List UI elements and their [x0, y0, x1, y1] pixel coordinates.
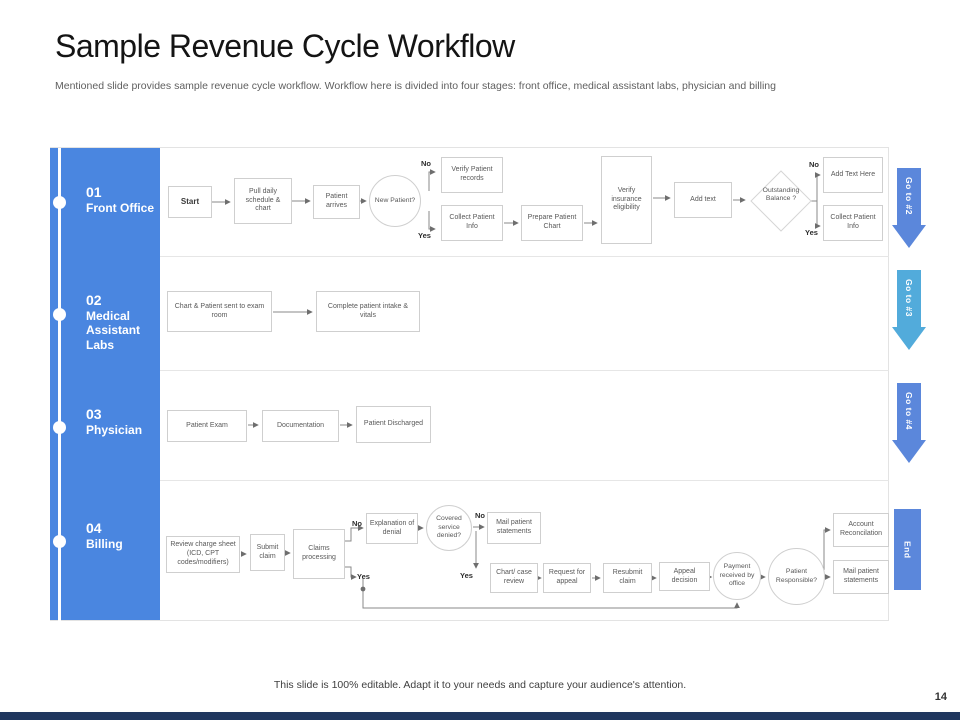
- goto-3-arrow: Go to #3: [892, 270, 926, 350]
- flow-node-resubmit-claim: Resubmit claim: [603, 563, 652, 593]
- flow-node-verify-patient-records: Verify Patient records: [441, 157, 503, 193]
- flow-node-chart-case-review: Chart/ case review: [490, 563, 538, 593]
- arrow-shaft: Go to #3: [897, 270, 921, 327]
- flow-node-patient-exam: Patient Exam: [167, 410, 247, 442]
- timeline-line: [58, 148, 61, 632]
- flow-node-patient-discharged: Patient Discharged: [356, 406, 431, 443]
- stage-name: Front Office: [86, 201, 154, 215]
- flow-node-add-text: Add text: [674, 182, 732, 218]
- stage-name: Medical Assistant Labs: [86, 309, 141, 352]
- flow-decision-new-patient: New Patient?: [369, 175, 421, 227]
- flow-node-mail-patient-statements-2: Mail patient statements: [833, 560, 889, 594]
- row-divider: [160, 480, 889, 481]
- goto-2-arrow: Go to #2: [892, 168, 926, 248]
- stage-number: 01: [86, 184, 102, 200]
- timeline-dot: [53, 421, 66, 434]
- arrow-label: Go to #2: [904, 177, 914, 216]
- arrow-head-icon: [892, 225, 926, 248]
- timeline-dot: [53, 308, 66, 321]
- flow-node-chart-patient-sent: Chart & Patient sent to exam room: [167, 291, 272, 332]
- branch-label-yes: Yes: [357, 572, 370, 581]
- stage-physician: 03 Physician: [86, 406, 158, 437]
- flow-node-pull-daily-schedule: Pull daily schedule & chart: [234, 178, 292, 224]
- flow-node-documentation: Documentation: [262, 410, 339, 442]
- flow-decision-outstanding-balance: Outstanding Balance ?: [749, 169, 813, 233]
- stage-number: 03: [86, 406, 102, 422]
- flow-node-collect-patient-info-2: Collect Patient Info: [823, 205, 883, 241]
- flow-node-verify-insurance-eligibility: Verify insurance eligibility: [601, 156, 652, 244]
- stage-sidebar: [50, 148, 160, 620]
- end-label: End: [902, 540, 913, 559]
- diamond-shape: [750, 170, 812, 232]
- flow-node-appeal-decision: Appeal decision: [659, 562, 710, 591]
- branch-label-no: No: [421, 159, 431, 168]
- workflow-frame: [50, 147, 889, 621]
- flow-node-start: Start: [168, 186, 212, 218]
- flow-node-mail-patient-statements-1: Mail patient statements: [487, 512, 541, 544]
- row-divider: [160, 256, 889, 257]
- branch-label-yes: Yes: [418, 231, 431, 240]
- arrow-head-icon: [892, 440, 926, 463]
- branch-label-yes: Yes: [460, 571, 473, 580]
- stage-name: Physician: [86, 423, 143, 437]
- flow-node-account-reconciliation: Account Reconcilation: [833, 513, 889, 547]
- page-title: Sample Revenue Cycle Workflow: [55, 28, 515, 64]
- editable-note: This slide is 100% editable. Adapt it to…: [273, 679, 687, 691]
- flow-node-complete-patient-intake: Complete patient intake & vitals: [316, 291, 420, 332]
- flow-node-prepare-patient-chart: Prepare Patient Chart: [521, 205, 583, 241]
- flow-node-explanation-of-denial: Explanation of denial: [366, 513, 418, 544]
- timeline-dot: [53, 535, 66, 548]
- diamond-label: Outstanding Balance ?: [762, 187, 800, 203]
- flow-node-patient-arrives: Patient arrives: [313, 185, 360, 219]
- stage-name: Billing: [86, 537, 123, 551]
- stage-number: 04: [86, 520, 102, 536]
- page-number: 14: [934, 691, 947, 703]
- arrow-shaft: Go to #2: [897, 168, 921, 225]
- timeline-dot: [53, 196, 66, 209]
- branch-label-yes: Yes: [805, 228, 818, 237]
- flow-decision-patient-responsible: Patient Responsible?: [768, 548, 825, 605]
- branch-label-no: No: [352, 519, 362, 528]
- flow-node-request-for-appeal: Request for appeal: [543, 563, 591, 593]
- row-divider: [160, 370, 889, 371]
- flow-decision-covered-service-denied: Covered service denied?: [426, 505, 472, 551]
- stage-billing: 04 Billing: [86, 520, 158, 551]
- arrow-shaft: Go to #4: [897, 383, 921, 440]
- stage-front-office: 01 Front Office: [86, 184, 158, 215]
- branch-label-no: No: [475, 511, 485, 520]
- branch-label-no: No: [809, 160, 819, 169]
- flow-node-collect-patient-info: Collect Patient Info: [441, 205, 503, 241]
- stage-number: 02: [86, 292, 102, 308]
- flow-node-submit-claim: Submit claim: [250, 534, 285, 571]
- slide-subtitle: Mentioned slide provides sample revenue …: [55, 80, 776, 92]
- arrow-label: Go to #4: [904, 392, 914, 431]
- flow-node-claims-processing: Claims processing: [293, 529, 345, 579]
- goto-4-arrow: Go to #4: [892, 383, 926, 463]
- arrow-head-icon: [892, 327, 926, 350]
- flow-node-payment-received: Payment received by office: [713, 552, 761, 600]
- end-marker: End: [894, 509, 921, 590]
- flow-node-review-charge-sheet: Review charge sheet (ICD, CPT codes/modi…: [166, 536, 240, 573]
- bottom-accent-bar: [0, 712, 960, 720]
- stage-medical-assistant-labs: 02 Medical Assistant Labs: [86, 292, 158, 352]
- arrow-label: Go to #3: [904, 279, 914, 318]
- flow-node-add-text-here: Add Text Here: [823, 157, 883, 193]
